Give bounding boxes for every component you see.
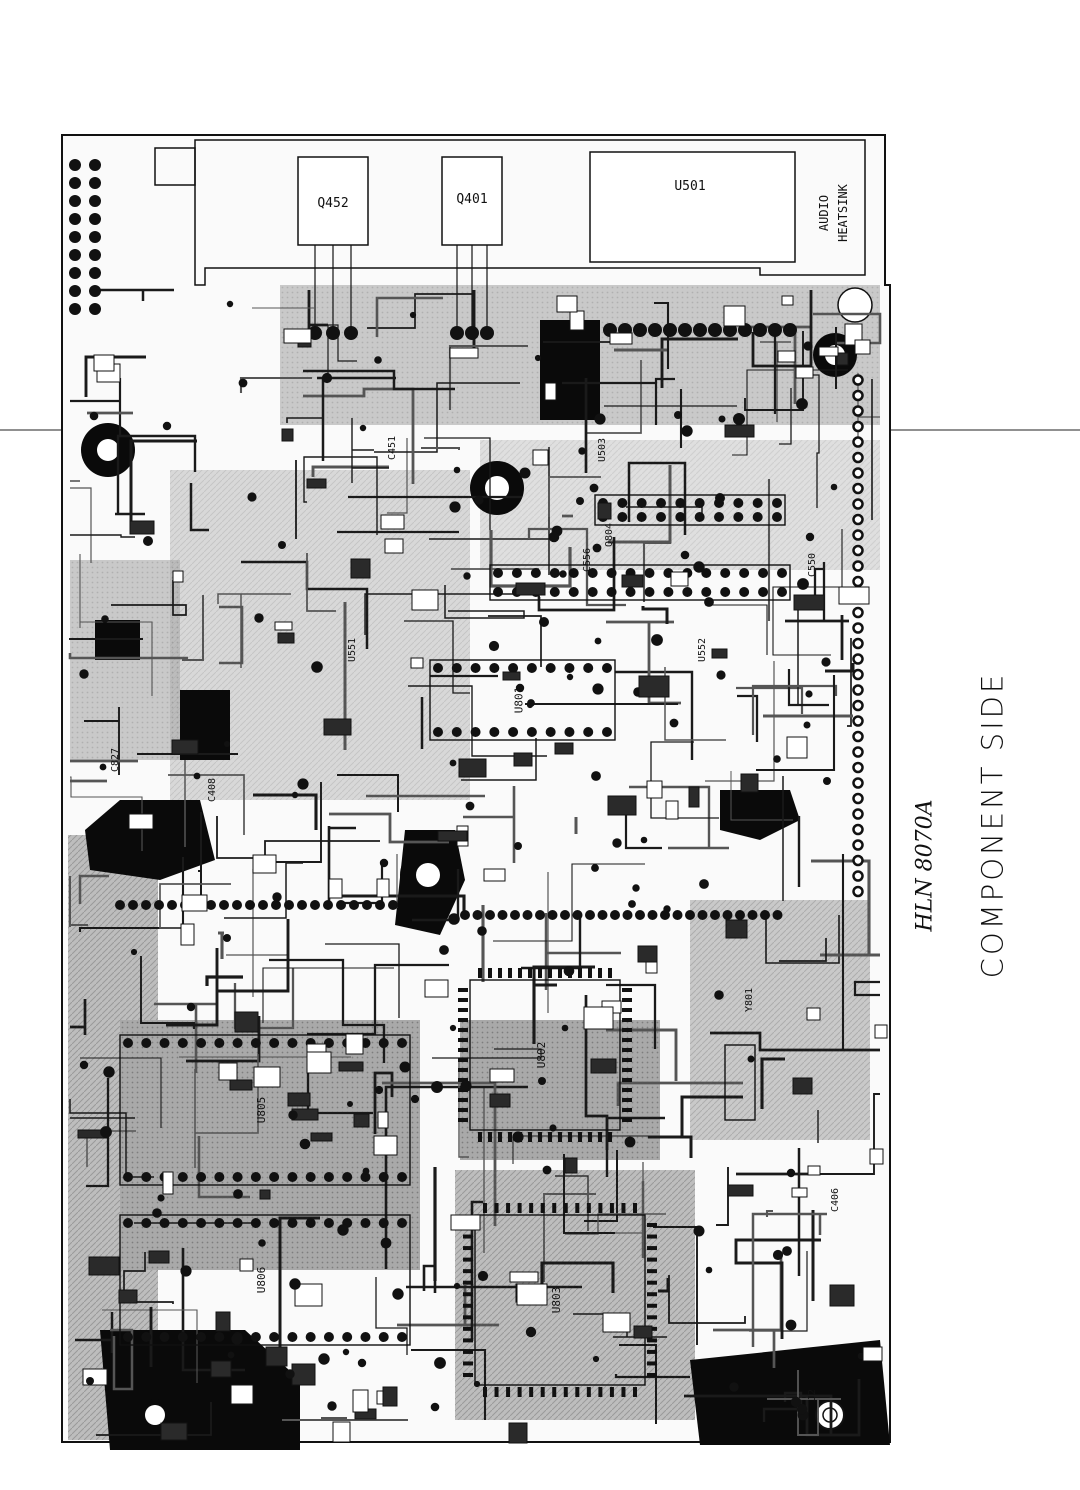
q452-package: Q452 xyxy=(297,156,369,330)
svg-text:U801: U801 xyxy=(513,687,526,714)
svg-text:C408: C408 xyxy=(207,778,218,802)
pads xyxy=(69,159,888,1444)
handwritten-part-code-text: HLN 8070A xyxy=(912,799,938,931)
svg-text:U806: U806 xyxy=(255,1267,268,1294)
svg-text:U503: U503 xyxy=(597,438,608,462)
heatsink-label-line1: AUDIO xyxy=(817,195,831,231)
svg-text:C451: C451 xyxy=(387,436,398,460)
handwritten-part-code: HLN 8070A xyxy=(905,780,945,950)
heatsink-zone xyxy=(194,139,866,286)
svg-text:U552: U552 xyxy=(697,638,708,662)
q401-label: Q401 xyxy=(456,192,487,207)
svg-text:U802: U802 xyxy=(535,1042,548,1069)
u501-label: U501 xyxy=(674,179,705,194)
side-title-text: COMPONENT SIDE xyxy=(975,671,1010,979)
q452-label: Q452 xyxy=(317,196,348,211)
svg-text:Y801: Y801 xyxy=(744,988,755,1012)
q401-package: Q401 xyxy=(441,156,503,330)
traces xyxy=(68,288,882,1437)
side-title: COMPONENT SIDE xyxy=(972,660,1012,990)
svg-text:U803: U803 xyxy=(550,1287,563,1314)
svg-text:C406: C406 xyxy=(830,1188,841,1212)
svg-text:J2: J2 xyxy=(807,1389,818,1401)
heatsink-label-line2: HEATSINK xyxy=(836,183,850,242)
svg-text:U805: U805 xyxy=(255,1097,268,1124)
svg-text:U551: U551 xyxy=(347,638,358,662)
u501-package: U501 xyxy=(589,151,796,263)
heatsink-label: AUDIO HEATSINK xyxy=(817,183,850,242)
svg-text:Q804: Q804 xyxy=(604,523,615,547)
integrated-circuits xyxy=(119,494,791,1386)
large-components: Q452 Q401 U501 AUDIO HEATSINK xyxy=(297,151,850,330)
svg-text:C550: C550 xyxy=(807,553,818,577)
svg-text:C556: C556 xyxy=(582,548,593,572)
svg-text:C827: C827 xyxy=(110,748,121,772)
